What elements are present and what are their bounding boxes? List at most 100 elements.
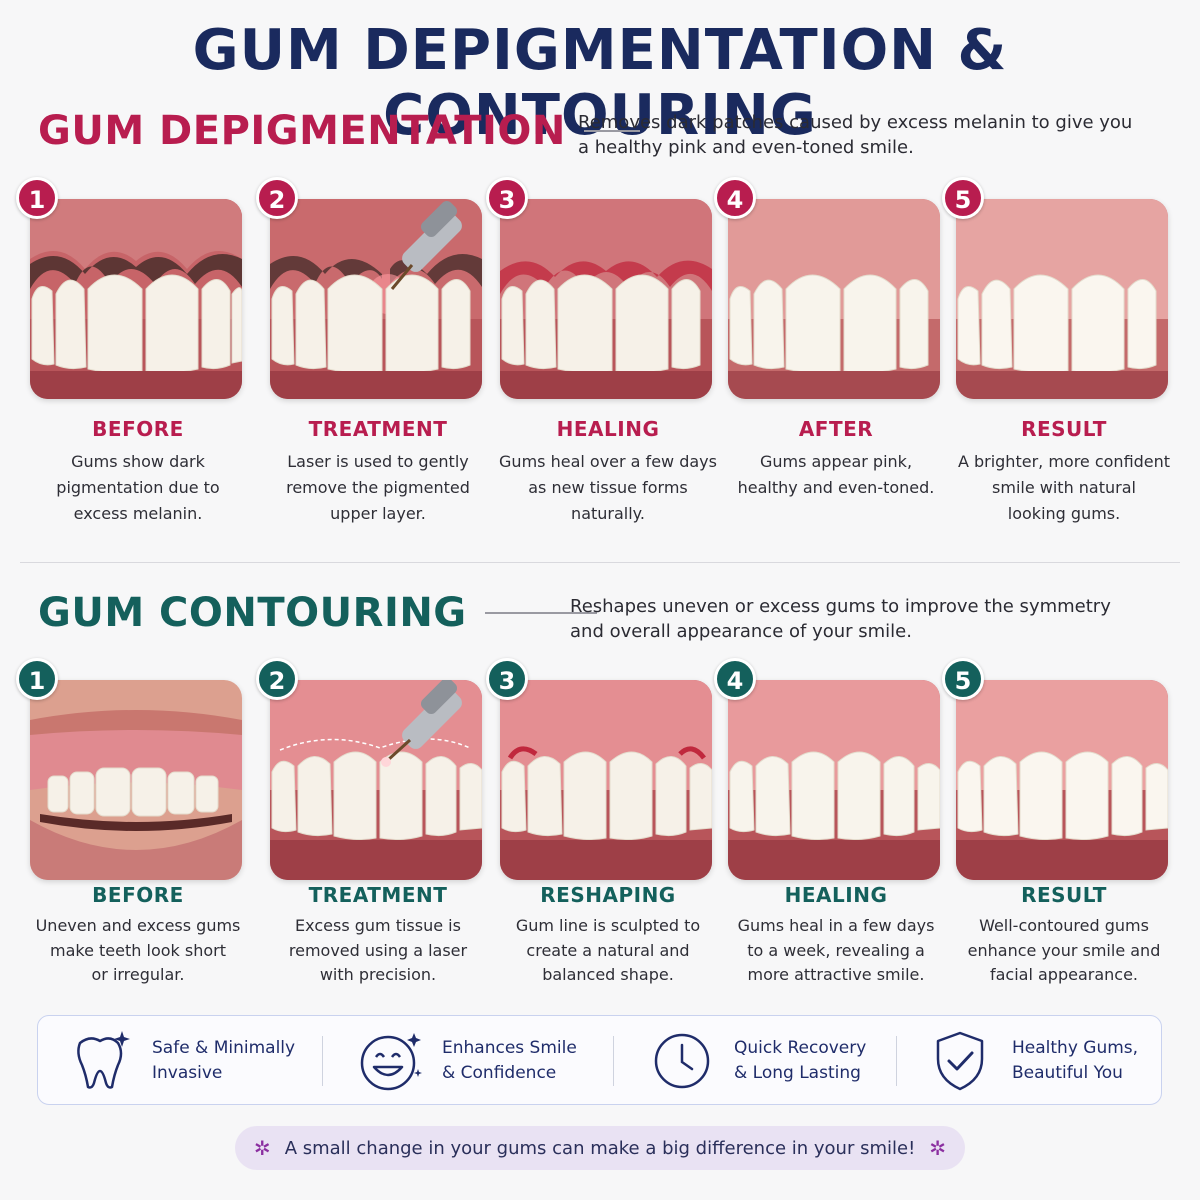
benefit-text-line: Healthy Gums, <box>1012 1038 1139 1058</box>
sparkle-icon: ✲ <box>253 1136 271 1160</box>
healing-photo <box>728 680 940 880</box>
laser-pen-icon <box>381 680 462 767</box>
result-photo <box>956 199 1168 399</box>
healing-photo <box>500 199 712 399</box>
page-title: GUM DEPIGMENTATION & CONTOURING <box>192 18 1008 148</box>
step-description-line: remove the pigmented <box>286 478 470 497</box>
step-description-line: removed using a laser <box>288 940 468 960</box>
contouring-description-line: Reshapes uneven or excess gums to improv… <box>570 596 1111 617</box>
step-number-badge: 5 <box>942 177 984 219</box>
benefit-healthy: Healthy Gums, Beautiful You <box>928 1016 1138 1106</box>
step-number-badge: 1 <box>16 177 58 219</box>
step-description-line: healthy and even-toned. <box>737 478 935 497</box>
step-number-badge: 4 <box>714 658 756 700</box>
result-photo <box>956 680 1168 880</box>
step-description-line: upper layer. <box>330 504 426 523</box>
treatment-photo <box>270 680 482 880</box>
benefit-text: Safe & Minimally Invasive <box>152 1036 295 1086</box>
depigmentation-rule <box>583 130 640 132</box>
step-number-badge: 4 <box>714 177 756 219</box>
step-label: HEALING <box>556 417 660 441</box>
smile-face-icon <box>360 1033 422 1091</box>
step-description-line: Uneven and excess gums <box>35 916 241 935</box>
step-description-line: A brighter, more confident <box>957 452 1171 471</box>
depigmentation-header: GUM DEPIGMENTATION <box>38 108 640 154</box>
step-label: HEALING <box>784 883 888 907</box>
benefit-text-line: Enhances Smile <box>442 1038 577 1058</box>
contouring-description: Reshapes uneven or excess gums to improv… <box>570 594 1111 644</box>
shield-check-icon <box>936 1031 984 1091</box>
benefit-text-line: & Confidence <box>442 1063 557 1083</box>
before-photo <box>30 680 242 880</box>
step-description-line: or irregular. <box>91 965 185 984</box>
step-label: TREATMENT <box>308 417 448 441</box>
step-label: RESULT <box>1021 883 1107 907</box>
benefit-safe: Safe & Minimally Invasive <box>68 1016 295 1106</box>
step-description: Excess gum tissue is removed using a las… <box>264 914 492 988</box>
step-description: Gums heal in a few days to a week, revea… <box>722 914 950 988</box>
step-label: TREATMENT <box>308 883 448 907</box>
benefit-text: Enhances Smile & Confidence <box>442 1036 577 1086</box>
depigmentation-title: GUM DEPIGMENTATION <box>38 108 566 154</box>
section-divider <box>20 562 1180 563</box>
step-description: Uneven and excess gums make teeth look s… <box>24 914 252 988</box>
contouring-header: GUM CONTOURING <box>38 590 597 636</box>
step-description-line: create a natural and <box>526 940 690 960</box>
benefit-text-line: Quick Recovery <box>734 1038 867 1058</box>
treatment-photo <box>270 199 482 399</box>
reshaping-photo <box>500 680 712 880</box>
step-description-line: enhance your smile and <box>967 940 1161 960</box>
step-description-line: Gum line is sculpted to <box>515 916 701 935</box>
step-description: Gum line is sculpted to create a natural… <box>494 914 722 988</box>
clock-icon <box>654 1033 710 1089</box>
step-label: AFTER <box>798 417 874 441</box>
step-description: A brighter, more confident smile with na… <box>950 449 1178 527</box>
step-label: RESULT <box>1021 417 1107 441</box>
step-description-line: looking gums. <box>1007 504 1121 523</box>
benefit-separator <box>613 1036 614 1086</box>
contouring-rule <box>484 612 597 614</box>
depigmentation-description-line: Removes dark patches caused by excess me… <box>578 112 1133 133</box>
laser-pen-icon <box>390 200 462 290</box>
step-description-line: make teeth look short <box>50 940 226 960</box>
step-description-line: Gums show dark <box>71 452 205 471</box>
step-description-line: balanced shape. <box>542 965 674 984</box>
step-description: Well-contoured gums enhance your smile a… <box>950 914 1178 988</box>
step-description: Gums heal over a few days as new tissue … <box>494 449 722 527</box>
step-description: Laser is used to gently remove the pigme… <box>264 449 492 527</box>
step-description-line: excess melanin. <box>73 504 203 523</box>
step-number-badge: 2 <box>256 658 298 700</box>
step-description-line: pigmentation due to <box>56 478 220 497</box>
step-label: RESHAPING <box>540 883 676 907</box>
benefit-text: Healthy Gums, Beautiful You <box>1012 1036 1138 1086</box>
benefits-panel: Safe & Minimally Invasive Enhances Smile… <box>37 1015 1162 1105</box>
tagline-text: A small change in your gums can make a b… <box>284 1137 916 1159</box>
step-number-badge: 5 <box>942 658 984 700</box>
contouring-title: GUM CONTOURING <box>38 590 467 636</box>
step-description-line: Laser is used to gently <box>287 452 469 471</box>
step-description-line: Gums heal in a few days <box>737 916 935 935</box>
benefit-separator <box>896 1036 897 1086</box>
step-description-line: Gums heal over a few days <box>499 452 717 471</box>
step-description-line: naturally. <box>571 504 645 523</box>
benefit-text-line: Safe & Minimally <box>152 1038 296 1058</box>
depigmentation-description: Removes dark patches caused by excess me… <box>578 110 1132 160</box>
benefit-text: Quick Recovery & Long Lasting <box>734 1036 866 1086</box>
step-number-badge: 2 <box>256 177 298 219</box>
benefit-smile: Enhances Smile & Confidence <box>358 1016 577 1106</box>
benefit-text-line: Beautiful You <box>1012 1063 1123 1083</box>
step-description-line: more attractive smile. <box>747 965 925 984</box>
step-number-badge: 1 <box>16 658 58 700</box>
benefit-text-line: Invasive <box>152 1063 223 1083</box>
step-description-line: Well-contoured gums <box>979 916 1149 935</box>
step-description-line: with precision. <box>319 965 437 984</box>
step-label: BEFORE <box>92 417 184 441</box>
step-description-line: facial appearance. <box>989 965 1139 984</box>
after-photo <box>728 199 940 399</box>
benefit-text-line: & Long Lasting <box>734 1063 861 1083</box>
depigmentation-description-line: a healthy pink and even-toned smile. <box>578 137 914 158</box>
step-number-badge: 3 <box>486 658 528 700</box>
benefit-recovery: Quick Recovery & Long Lasting <box>650 1016 866 1106</box>
benefit-separator <box>322 1036 323 1086</box>
step-description: Gums show dark pigmentation due to exces… <box>24 449 252 527</box>
